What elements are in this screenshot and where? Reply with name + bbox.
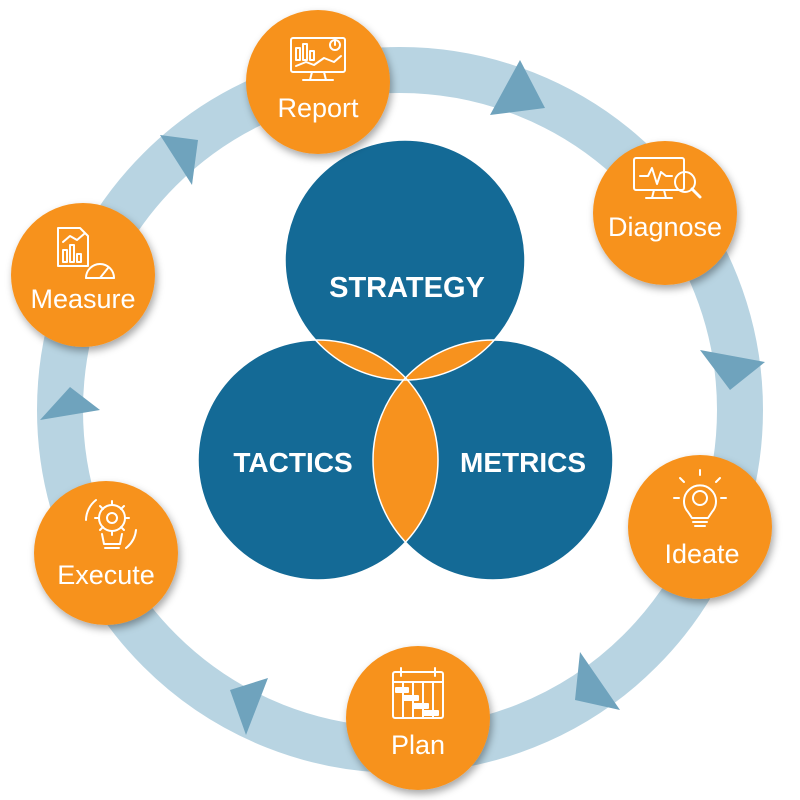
cycle-arrows: [40, 60, 765, 735]
venn-label-strategy: STRATEGY: [329, 272, 485, 304]
node-label-diagnose: Diagnose: [608, 212, 722, 242]
node-plan: Plan: [346, 646, 490, 790]
venn-label-tactics: TACTICS: [233, 447, 352, 478]
arrow-measure-to-report: [160, 135, 198, 185]
arrow-execute-to-measure: [40, 387, 100, 420]
venn-diagram: STRATEGY TACTICS METRICS: [197, 139, 614, 581]
node-diagnose: Diagnose: [593, 141, 737, 285]
venn-label-metrics: METRICS: [460, 447, 586, 478]
venn-circle-metrics: [373, 340, 613, 580]
execute-gears-bulb-icon: [85, 499, 137, 549]
venn-circle-tactics: [198, 340, 438, 580]
node-ideate: Ideate: [628, 455, 772, 599]
measure-gauge-chart-icon: [57, 227, 115, 279]
report-dashboard-icon: [290, 37, 346, 81]
plan-calendar-gantt-icon: [392, 667, 444, 719]
node-measure: Measure: [11, 203, 155, 347]
node-label-plan: Plan: [391, 730, 445, 760]
arrow-report-to-diagnose: [490, 60, 545, 115]
diagnose-monitor-magnifier-icon: [633, 157, 702, 199]
node-execute: Execute: [34, 481, 178, 625]
venn-circle-strategy: [285, 140, 525, 380]
node-label-report: Report: [277, 93, 359, 123]
arrow-plan-to-execute: [230, 678, 268, 735]
arrow-diagnose-to-ideate: [700, 350, 765, 390]
node-label-ideate: Ideate: [664, 539, 739, 569]
node-label-measure: Measure: [30, 284, 135, 314]
node-label-execute: Execute: [57, 560, 155, 590]
arrow-ideate-to-plan: [575, 652, 620, 710]
ideate-lightbulb-icon: [673, 469, 727, 527]
node-report: Report: [246, 10, 390, 154]
